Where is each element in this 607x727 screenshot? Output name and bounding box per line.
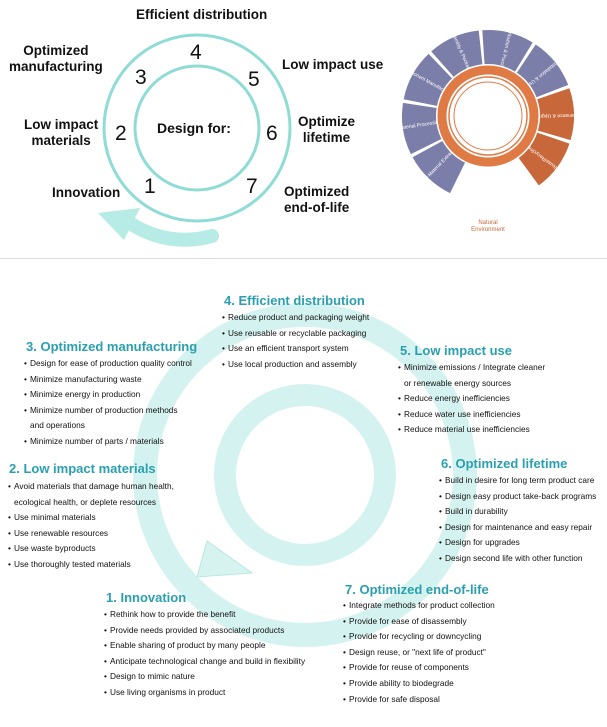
section-item: Use an efficient transport system <box>222 341 369 357</box>
section-item: Design easy product take-back programs <box>439 489 596 505</box>
section-title: 6. Optimized lifetime <box>441 456 568 471</box>
section-item: Avoid materials that damage human health… <box>8 479 174 510</box>
wheel-segment <box>537 88 574 141</box>
stage-number-5: 5 <box>248 68 260 91</box>
wheel-segment <box>518 132 570 186</box>
section-item: Use local production and assembly <box>222 357 369 373</box>
wheel-inner-ring-line <box>453 81 523 151</box>
section-item: Use waste byproducts <box>8 541 174 557</box>
section-item: Design to mimic nature <box>104 669 305 685</box>
section-list: Reduce product and packaging weightUse r… <box>222 310 369 372</box>
stage-number-2: 2 <box>115 122 127 145</box>
section-item: Enable sharing of product by many people <box>104 638 305 654</box>
section-item: Integrate methods for product collection <box>343 598 495 614</box>
section-divider <box>0 258 607 259</box>
stage-number-7: 7 <box>246 175 258 198</box>
section-item: Design for ease of production quality co… <box>24 356 192 372</box>
section-item: Design for maintenance and easy repair <box>439 520 596 536</box>
section-item: Anticipate technological change and buil… <box>104 654 305 670</box>
section-item: Minimize emissions / Integrate cleaneror… <box>398 360 545 391</box>
section-item: Rethink how to provide the benefit <box>104 607 305 623</box>
wheel-segment <box>431 30 483 77</box>
wheel-segment <box>402 102 442 155</box>
section-item: Use thoroughly tested materials <box>8 557 174 573</box>
section-item: Use minimal materials <box>8 510 174 526</box>
section-item: Minimize manufacturing waste <box>24 372 192 388</box>
section-title: 5. Low impact use <box>400 343 512 358</box>
section-list: Rethink how to provide the benefitProvid… <box>104 607 305 701</box>
cycle-arrow-head <box>98 208 140 240</box>
section-item: Design for upgrades <box>439 535 596 551</box>
detail-cycle-arrow <box>196 540 254 578</box>
stage-label-7: Optimized end-of-life <box>284 184 350 215</box>
section-item: Reduce product and packaging weight <box>222 310 369 326</box>
section-item: Minimize number of parts / materials <box>24 434 192 450</box>
stage-number-6: 6 <box>266 122 278 145</box>
section-item: Provide for ease of disassembly <box>343 614 495 630</box>
design-circles <box>98 33 292 247</box>
section-item: Provide ability to biodegrade <box>343 676 495 692</box>
inner-circle <box>133 64 261 192</box>
wheel-segment <box>516 44 569 98</box>
section-item: Use reusable or recyclable packaging <box>222 326 369 342</box>
section-title: 1. Innovation <box>106 590 187 605</box>
section-item: Minimize number of production methodsand… <box>24 403 192 434</box>
section-item: Use renewable resources <box>8 526 174 542</box>
section-item: Provide needs provided by associated pro… <box>104 623 305 639</box>
stage-label-6: Optimize lifetime <box>298 114 356 145</box>
stage-label-3: Optimized manufacturing <box>9 43 103 74</box>
wheel-inner-ring <box>437 65 539 167</box>
stage-label-1: Innovation <box>52 185 121 200</box>
section-list: Minimize emissions / Integrate cleaneror… <box>398 360 545 438</box>
section-list: Integrate methods for product collection… <box>343 598 495 707</box>
stage-number-4: 4 <box>190 41 202 64</box>
section-list: Design for ease of production quality co… <box>24 356 192 450</box>
section-item: Provide for recycling or downcycling <box>343 629 495 645</box>
wheel-segment <box>482 29 533 72</box>
section-title: 3. Optimized manufacturing <box>26 339 198 354</box>
outer-circle <box>102 33 292 223</box>
section-item: Reduce material use inefficiencies <box>398 422 545 438</box>
section-title: 4. Efficient distribution <box>224 293 365 308</box>
section-item: Design reuse, or "next life of product" <box>343 645 495 661</box>
section-item: Minimize energy in production <box>24 387 192 403</box>
stage-label-2: Low impact materials <box>24 117 99 148</box>
stage-number-3: 3 <box>135 66 147 89</box>
detail-inner-ring <box>214 384 396 566</box>
section-item: Reduce water use inefficiencies <box>398 407 545 423</box>
section-list: Avoid materials that damage human health… <box>8 479 174 573</box>
design-for-label: Design for: <box>157 120 231 136</box>
stage-number-1: 1 <box>144 175 156 198</box>
stage-label-5: Low impact use <box>282 57 384 72</box>
section-item: Use living organisms in product <box>104 685 305 701</box>
cycle-arrow-tail <box>121 215 219 247</box>
section-item: Provide for safe disposal <box>343 692 495 708</box>
section-list: Build in desire for long term product ca… <box>439 473 596 567</box>
wheel-segment-label: Maintenance & Upgrading <box>528 112 578 119</box>
wheel-inner-ring-line <box>448 76 528 156</box>
section-item: Build in desire for long term product ca… <box>439 473 596 489</box>
section-item: Design second life with other function <box>439 551 596 567</box>
wheel-segment <box>412 140 466 194</box>
wheel-segment <box>403 53 453 106</box>
stage-label-4: Efficient distribution <box>136 7 268 22</box>
section-title: 2. Low impact materials <box>9 461 156 476</box>
section-item: Provide for reuse of components <box>343 660 495 676</box>
section-item: Reduce energy inefficiencies <box>398 391 545 407</box>
section-title: 7. Optimized end-of-life <box>345 582 489 597</box>
section-item: Build in durability <box>439 504 596 520</box>
